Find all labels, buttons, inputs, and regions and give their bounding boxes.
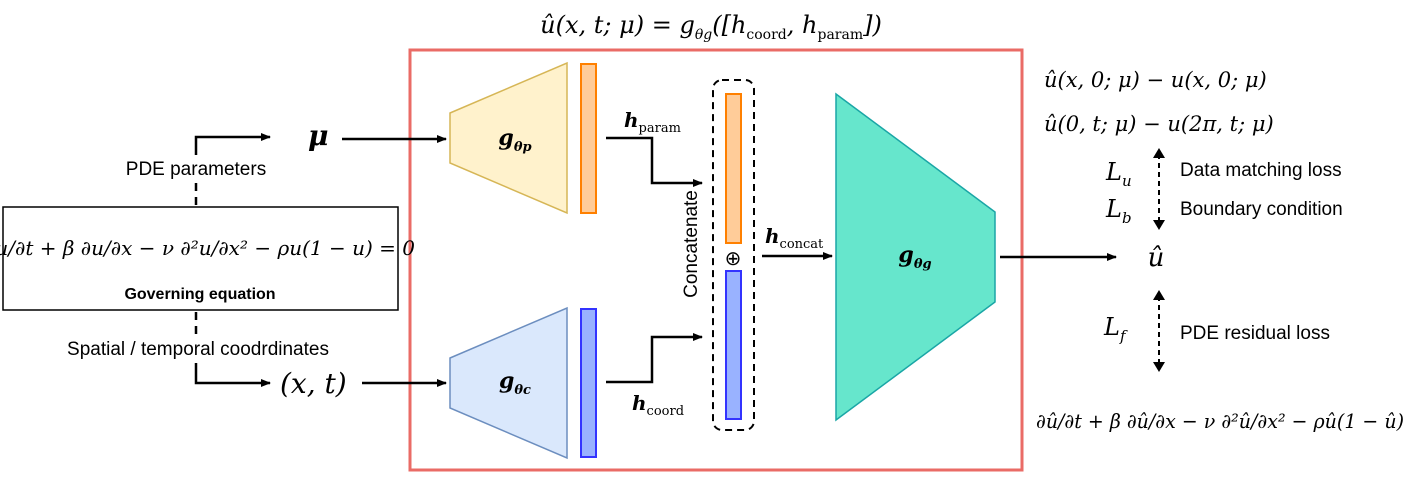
- upper-arrow-head-top: [1153, 148, 1165, 158]
- h-param-arrow: [606, 136, 703, 187]
- main-network-label: gθg: [898, 242, 931, 272]
- main-network: [835, 92, 996, 422]
- h-concat-label: hconcat: [765, 224, 824, 252]
- pde-residual-loss-label: PDE residual loss: [1180, 323, 1330, 344]
- param-network-label: gθp: [498, 125, 531, 155]
- mu-symbol: μ: [308, 119, 329, 152]
- lower-arrow-head-top: [1153, 290, 1165, 300]
- h-coord-arrow: [606, 333, 703, 384]
- governing-equation: ∂u/∂t + β ∂u/∂x − ν ∂²u/∂x² − ρu(1 − u) …: [0, 236, 415, 260]
- concatenate-label: Concatenate: [681, 190, 702, 298]
- coord-feature-bar: [580, 308, 597, 458]
- coord-network-label: gθc: [499, 368, 531, 398]
- coord-network: [449, 306, 568, 460]
- governing-equation-label: Governing equation: [124, 286, 275, 303]
- upper-arrow-head-bottom: [1153, 220, 1165, 230]
- coordinates-label: Spatial / temporal coodrdinates: [67, 339, 329, 360]
- coords-symbol: (x, t): [280, 367, 347, 400]
- ic-residual: û(x, 0; μ) − u(x, 0; μ): [1044, 68, 1267, 92]
- loss-Lu: Lu: [1105, 158, 1132, 190]
- boundary-condition-label: Boundary condition: [1180, 199, 1343, 220]
- bc-residual: û(0, t; μ) − u(2π, t; μ): [1044, 112, 1274, 136]
- governing-equation-box: [2, 206, 399, 311]
- param-feature-bar: [580, 63, 597, 214]
- pde-parameters-label: PDE parameters: [126, 159, 266, 180]
- param-network: [449, 61, 568, 215]
- oplus-symbol: ⊕: [725, 248, 742, 270]
- data-matching-loss-label: Data matching loss: [1180, 160, 1342, 181]
- top-formula: û(x, t; μ) = gθg([hcoord, hparam]): [540, 11, 882, 43]
- pde-residual-expression: ∂û/∂t + β ∂û/∂x − ν ∂²û/∂x² − ρû(1 − û): [1036, 409, 1404, 433]
- h-coord-label: hcoord: [632, 391, 684, 419]
- lower-arrow-head-bottom: [1153, 362, 1165, 372]
- network-frame: [408, 48, 1024, 472]
- param-arrow-path: [194, 133, 271, 155]
- loss-Lb: Lb: [1105, 195, 1132, 227]
- concat-param-bar: [725, 93, 742, 244]
- u-hat-output: û: [1148, 243, 1165, 273]
- coord-arrow-path: [194, 363, 271, 387]
- concat-coord-bar: [725, 270, 742, 420]
- h-param-label: hparam: [624, 108, 681, 136]
- loss-Lf: Lf: [1103, 313, 1128, 345]
